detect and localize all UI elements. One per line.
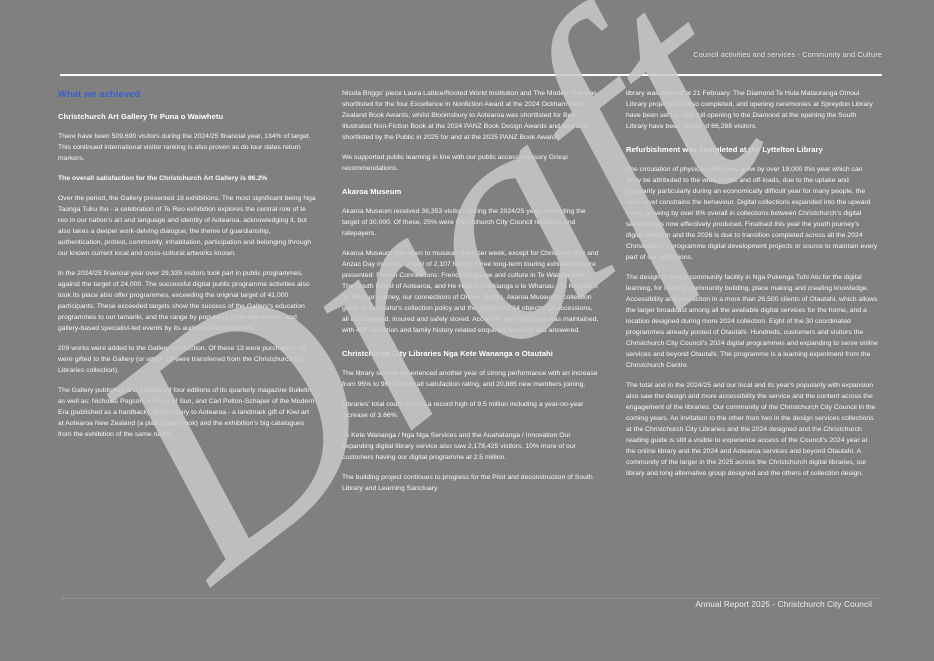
paragraph: Te Kete Wananga / Nga Nga Services and t…: [342, 431, 576, 461]
paragraph: The circulation of physical collections …: [626, 165, 878, 261]
page-title: What we achieved: [58, 88, 141, 99]
heading-city-libraries: Christchurch City Libraries Nga Kete Wan…: [342, 348, 553, 358]
paragraph: Akaroa Museum received 36,353 visitors d…: [342, 207, 586, 237]
paragraph: Nicola Briggs' piece Laura Lattice/Roote…: [342, 90, 597, 141]
column-middle: Nicola Briggs' piece Laura Lattice/Roote…: [342, 88, 600, 574]
footer-divider: [60, 598, 882, 599]
header-title: Council activities and services - Commun…: [693, 50, 882, 59]
column-left: What we achieved Christchurch Art Galler…: [58, 88, 316, 574]
paragraph: The total and in the 2024/25 and our loc…: [626, 381, 876, 477]
paragraph: Libraries' total count rose to a record …: [342, 400, 584, 419]
paragraph: library was opened at 21 February. The D…: [626, 90, 873, 130]
column-right: library was opened at 21 February. The D…: [626, 88, 878, 574]
paragraph: The building project continues to progre…: [342, 473, 593, 492]
page-header: Council activities and services - Commun…: [60, 50, 882, 72]
paragraph: The library service experienced another …: [342, 369, 598, 388]
paragraph: 209 works were added to the Gallery's co…: [58, 344, 306, 374]
paragraph: The Gallery published and distributed fo…: [58, 386, 315, 438]
footer-title: Annual Report 2025 - Christchurch City C…: [695, 600, 872, 609]
paragraph: The design of a new community facility i…: [626, 273, 878, 369]
heading-art-gallery: Christchurch Art Gallery Te Puna o Waiwh…: [58, 111, 224, 121]
paragraph: Akaroa Museum was open to museum days pe…: [342, 249, 599, 334]
heading-lyttelton-library: Refurbishment was completed at the Lytte…: [626, 145, 823, 154]
page-columns: What we achieved Christchurch Art Galler…: [58, 88, 884, 574]
paragraph: In the 2024/25 financial year over 29,33…: [58, 269, 310, 332]
paragraph: We supported public learning in line wit…: [342, 154, 568, 172]
paragraph: There have been 509,690 visitors during …: [58, 132, 311, 162]
heading-akaroa-museum: Akaroa Museum: [342, 187, 402, 196]
paragraph-highlight: The overall satisfaction for the Christc…: [58, 174, 268, 182]
header-divider: [60, 74, 882, 76]
paragraph: Over the period, the Gallery presented 1…: [58, 194, 316, 257]
page-number: 1: [62, 594, 66, 602]
